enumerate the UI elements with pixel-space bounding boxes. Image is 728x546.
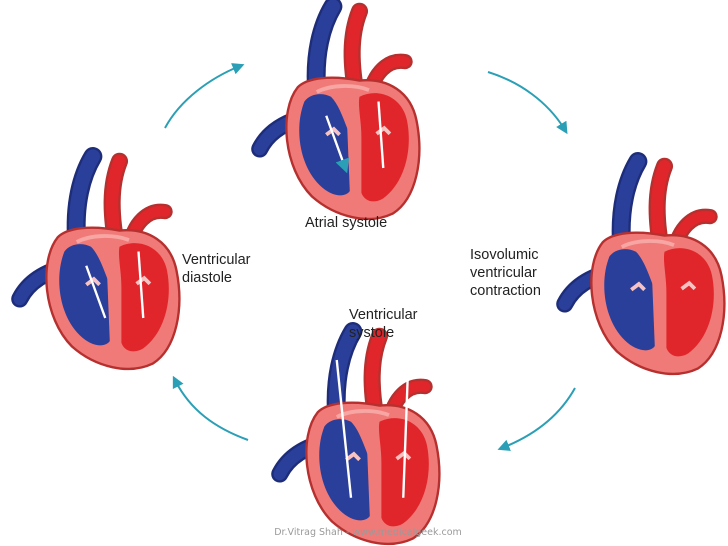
cycle-arrow-top-left xyxy=(164,63,245,129)
label-ventricular-diastole: Ventricular diastole xyxy=(182,251,251,287)
heart-atrial-systole xyxy=(260,6,420,218)
label-line: ventricular xyxy=(470,265,537,281)
label-atrial-systole: Atrial systole xyxy=(305,215,388,231)
label-line: Ventricular xyxy=(349,307,418,323)
heart-isovolumic-contraction xyxy=(565,162,725,374)
label-line: Isovolumic xyxy=(470,247,539,263)
heart-ventricular-diastole xyxy=(20,157,180,369)
label-ventricular-systole: Ventricular systole xyxy=(349,306,418,342)
label-line: contraction xyxy=(470,283,541,299)
label-line: diastole xyxy=(182,270,232,286)
label-line: systole xyxy=(349,325,395,341)
heart-ventricular-systole xyxy=(280,332,440,544)
label-line: Ventricular xyxy=(182,252,251,268)
label-isovolumic-contraction: Isovolumic ventricular contraction xyxy=(470,246,541,300)
cycle-arrow-bottom-left xyxy=(172,375,249,441)
cycle-arrow-top-right xyxy=(487,71,568,135)
credit-text: Dr.Vitrag Shah - www.medicalgeek.com xyxy=(274,527,462,538)
cycle-arrow-bottom-right xyxy=(497,387,576,451)
